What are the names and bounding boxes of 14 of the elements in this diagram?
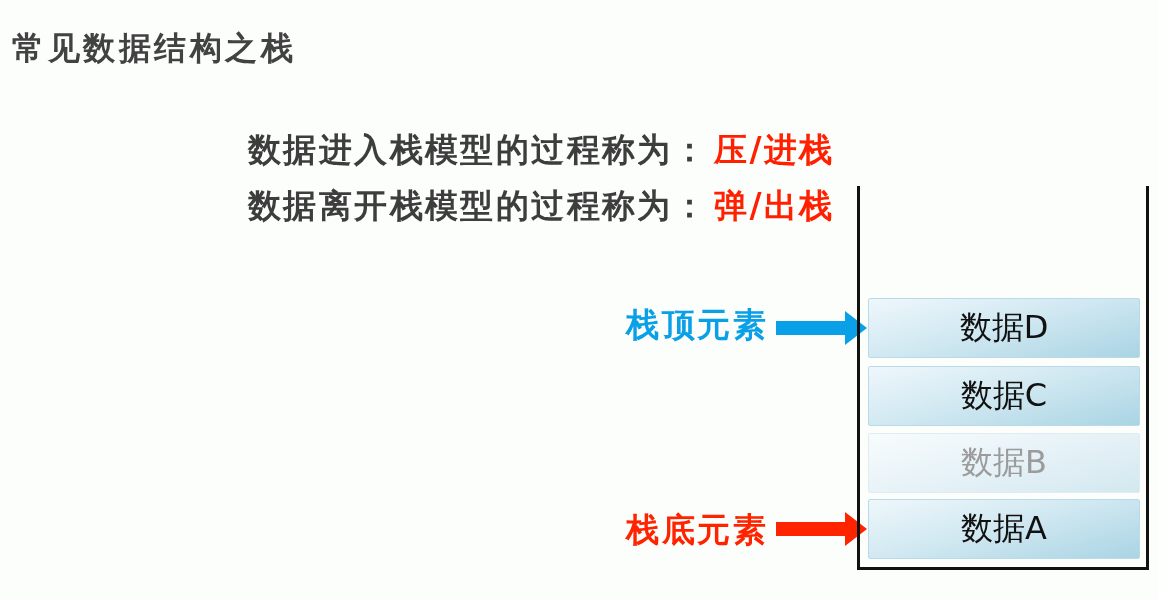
stack-element: 数据B [868,433,1140,493]
highlighted-term: 压/进栈 [714,130,835,169]
pointer-label: 栈顶元素 [626,305,768,345]
description-text: 数据进入栈模型的过程称为： [248,130,709,169]
description-text: 数据离开栈模型的过程称为： [248,186,709,225]
stack-element: 数据C [868,366,1140,426]
arrow [776,311,867,345]
pointer-label: 栈底元素 [626,510,768,550]
arrow [776,512,867,546]
page-title: 常见数据结构之栈 [12,29,296,68]
stack-container [857,186,1149,570]
highlighted-term: 弹/出栈 [714,186,835,225]
stack-element: 数据D [868,298,1140,358]
stack-element: 数据A [868,499,1140,559]
